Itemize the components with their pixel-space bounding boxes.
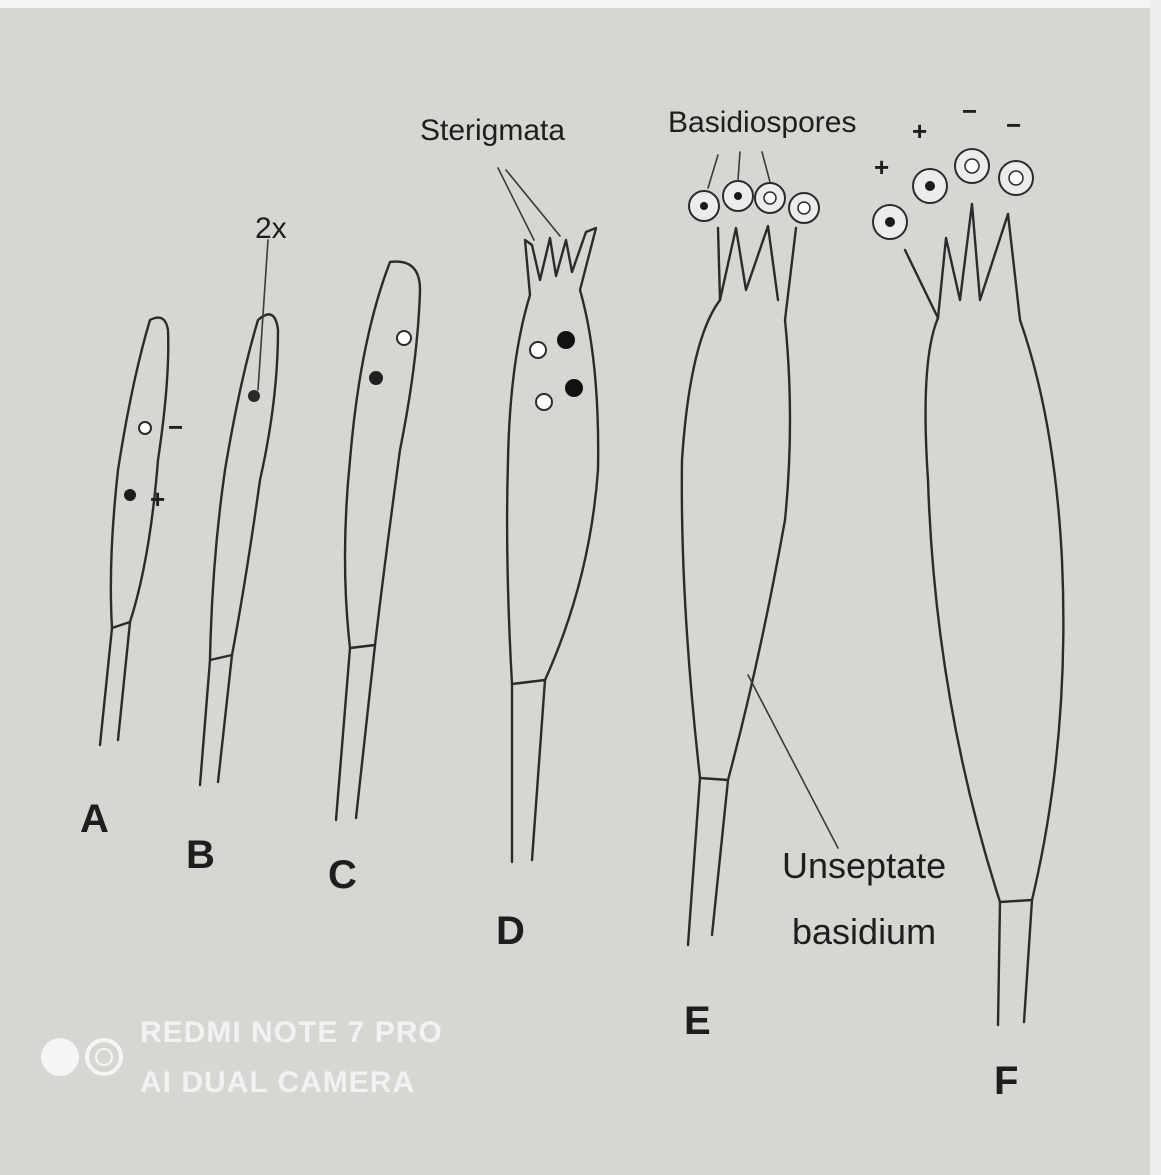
a-minus-sign: − <box>168 412 183 442</box>
camera-lens-icon-1 <box>41 1038 79 1076</box>
f-minus-sign-1: − <box>962 96 977 126</box>
right-edge <box>1150 0 1161 1175</box>
f-minus-sign-2: − <box>1006 110 1021 140</box>
sterigmata-label: Sterigmata <box>420 114 565 147</box>
stage-label-f: F <box>994 1059 1018 1103</box>
f-plus-sign-2: + <box>912 116 927 146</box>
a-plus-sign: + <box>150 484 165 514</box>
watermark-line1: REDMI NOTE 7 PRO <box>140 1016 443 1049</box>
top-edge <box>0 0 1161 8</box>
stage-label-b: B <box>186 833 215 877</box>
stage-label-d: D <box>496 909 525 953</box>
stage-label-a: A <box>80 797 109 841</box>
f-plus-sign-1: + <box>874 152 889 182</box>
stage-label-c: C <box>328 853 357 897</box>
stage-label-e: E <box>684 999 711 1043</box>
two-x-label: 2x <box>255 212 287 245</box>
watermark-line2: AI DUAL CAMERA <box>140 1066 415 1099</box>
unseptate-label-line1: Unseptate <box>782 845 946 886</box>
unseptate-label-line2: basidium <box>792 911 936 952</box>
basidiospores-label: Basidiospores <box>668 106 856 139</box>
